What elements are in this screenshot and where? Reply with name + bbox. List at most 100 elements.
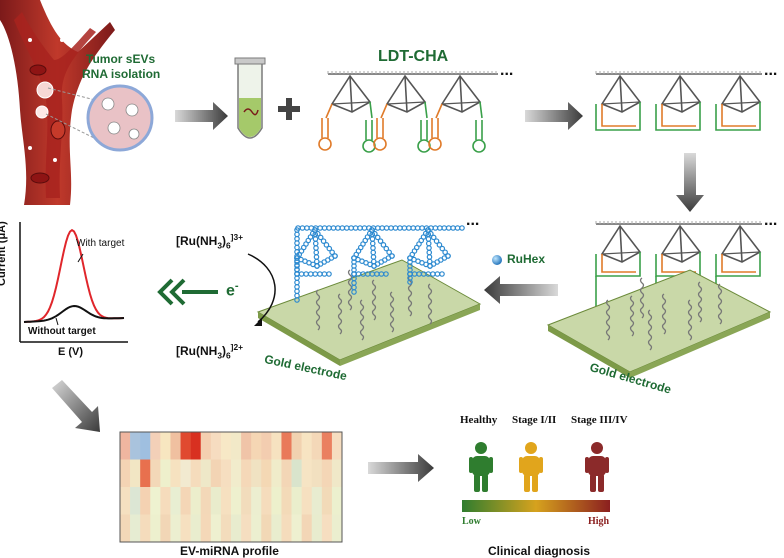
heatmap-cell: [331, 487, 343, 515]
heatmap-cell: [170, 487, 181, 515]
heatmap-cell: [160, 459, 171, 488]
person-leg: [590, 474, 596, 492]
hairpin-loop: [428, 137, 442, 151]
capture-probe: [629, 295, 635, 337]
heatmap-cell: [271, 432, 282, 460]
heatmap-cell: [210, 487, 222, 515]
redox-reduced-label: [Ru(NH3)6]2+: [176, 342, 244, 361]
stage-label-late: Stage III/IV: [571, 414, 628, 426]
with-target-label: With target: [76, 238, 125, 249]
capture-probe: [697, 281, 703, 323]
heatmap-cell: [210, 514, 222, 543]
electron-arrow-shaft: [182, 290, 218, 294]
person-head: [591, 442, 603, 454]
heatmap-cell: [200, 487, 212, 515]
sample-label-line1: Tumor sEVs: [86, 52, 156, 66]
heatmap-cell: [130, 459, 141, 488]
hairpin-loop: [362, 139, 376, 153]
flow-arrow-left: [484, 276, 558, 304]
probe-after-hybridization: [595, 71, 762, 131]
heatmap-cell: [190, 432, 202, 460]
heatmap-cell: [251, 514, 262, 543]
heatmap-cell: [301, 459, 313, 488]
heatmap-cell: [210, 432, 222, 460]
heatmap-cell: [291, 459, 302, 488]
patient-stage-figures: [469, 442, 609, 492]
heatmap-cell: [160, 432, 171, 460]
heatmap-cell: [231, 459, 242, 488]
person-arm: [489, 457, 493, 473]
heatmap-cell: [331, 432, 343, 460]
heatmap-cell: [331, 459, 343, 488]
heatmap-cell: [271, 487, 282, 515]
flow-arrow-2: [525, 102, 583, 130]
flow-arrow-diag: [52, 380, 100, 432]
heatmap-cell: [140, 487, 151, 515]
hairpin-stem: [420, 120, 428, 140]
heatmap-cell: [231, 487, 242, 515]
stage-label-early: Stage I/II: [512, 414, 557, 426]
heatmap-cell: [170, 432, 181, 460]
heatmap-cell: [180, 514, 191, 543]
redox-arrow-head: [254, 318, 262, 326]
heatmap-cell: [261, 487, 272, 515]
heatmap-cell: [200, 459, 212, 488]
capture-probe: [717, 283, 723, 325]
person-arm: [519, 457, 523, 473]
mirna-heatmap: [120, 432, 343, 543]
person-leg: [532, 474, 538, 492]
ruhex-label: RuHex: [507, 252, 546, 266]
probe-ellipsis-3: ...: [764, 212, 778, 229]
capture-probe: [407, 275, 413, 317]
hairpin-stem: [376, 118, 384, 138]
heatmap-cell: [130, 487, 141, 515]
capture-probe: [687, 299, 693, 341]
probe-ellipsis-2: ...: [764, 62, 778, 79]
flow-arrow-down: [676, 153, 704, 212]
heatmap-cell: [190, 459, 202, 488]
severity-scale-bar: [462, 500, 610, 512]
heatmap-cell: [190, 514, 202, 543]
heatmap-cell: [160, 487, 171, 515]
capture-probe: [661, 293, 667, 335]
heatmap-cell: [130, 514, 141, 543]
heatmap-cell: [321, 487, 333, 515]
person-arm: [605, 457, 609, 473]
heatmap-cell: [301, 514, 313, 543]
hairpin-stem: [431, 118, 439, 138]
capture-probe: [347, 269, 353, 311]
heatmap-cell: [301, 432, 313, 460]
heatmap-cell: [281, 459, 292, 488]
heatmap-cell: [241, 459, 252, 488]
hybrid-strand: [655, 102, 701, 131]
scale-high-label: High: [588, 516, 610, 527]
capture-probe: [647, 309, 653, 351]
heatmap-cell: [321, 432, 333, 460]
heatmap-cell: [150, 514, 161, 543]
plot-y-label: Current (μA): [0, 221, 8, 286]
person-head: [475, 442, 487, 454]
heatmap-caption: EV-miRNA profile: [180, 544, 279, 558]
capture-probe: [337, 293, 343, 335]
heatmap-cell: [291, 432, 302, 460]
heatmap-cell: [241, 432, 252, 460]
heatmap-cell: [281, 432, 292, 460]
person-leg: [524, 474, 530, 492]
heatmap-cell: [210, 459, 222, 488]
capture-probes-left: [315, 269, 433, 341]
heatmap-cell: [120, 514, 131, 543]
heatmap-cell: [241, 514, 252, 543]
redox-oxidized-label: [Ru(NH3)6]3+: [176, 232, 244, 251]
heatmap-cell: [291, 487, 302, 515]
heatmap-cell: [220, 514, 232, 543]
heatmap-cell: [261, 432, 272, 460]
probe-ellipsis-1: ...: [500, 62, 514, 79]
hybrid-strand: [721, 104, 756, 127]
hairpin-loop: [417, 139, 431, 153]
heatmap-cell: [220, 432, 232, 460]
heatmap-cell: [321, 514, 333, 543]
capture-probe: [639, 277, 645, 319]
hairpin-stem: [475, 120, 483, 140]
probe-on-electrode: [595, 221, 762, 326]
